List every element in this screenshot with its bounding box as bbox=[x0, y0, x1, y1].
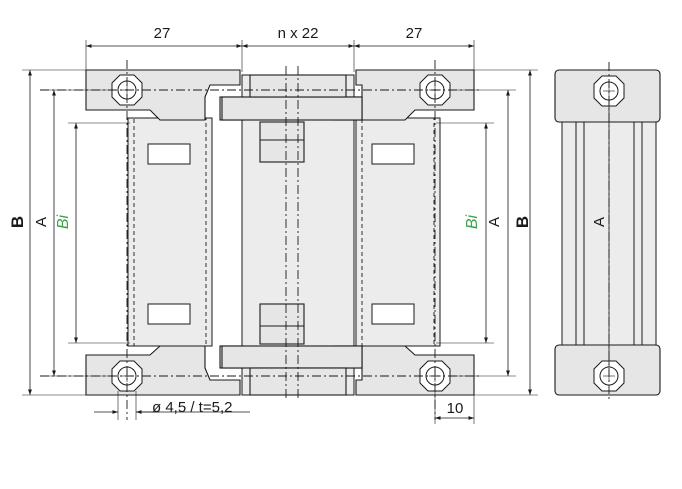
slot-right-bottom bbox=[371, 303, 415, 325]
slot-right-top bbox=[371, 143, 415, 165]
front-view bbox=[40, 60, 480, 420]
left-dimensions: B A Bi bbox=[8, 69, 130, 396]
dim-hole-spec: ø 4,5 / t=5,2 bbox=[152, 399, 232, 416]
right-dimensions: B A Bi bbox=[436, 69, 538, 396]
label-bi-left: Bi bbox=[55, 214, 72, 229]
label-bi-right: Bi bbox=[464, 214, 481, 229]
label-a-right: A bbox=[486, 217, 503, 227]
dim-width-left: 27 bbox=[154, 25, 171, 42]
label-b-left: B bbox=[8, 216, 27, 228]
label-a-left: A bbox=[33, 217, 50, 227]
label-a-side: A bbox=[591, 217, 608, 227]
dim-width-right: 27 bbox=[406, 25, 423, 42]
side-link-left bbox=[85, 69, 245, 396]
label-b-right: B bbox=[513, 216, 532, 228]
bottom-dimensions: ø 4,5 / t=5,2 10 bbox=[94, 391, 475, 424]
dim-width-middle: n x 22 bbox=[278, 25, 319, 42]
slot-left-bottom bbox=[147, 303, 191, 325]
slot-left-top bbox=[147, 143, 191, 165]
side-view: A bbox=[554, 62, 661, 402]
dim-hole-offset: 10 bbox=[447, 400, 464, 417]
top-dimensions: 27 n x 22 27 bbox=[85, 25, 475, 72]
